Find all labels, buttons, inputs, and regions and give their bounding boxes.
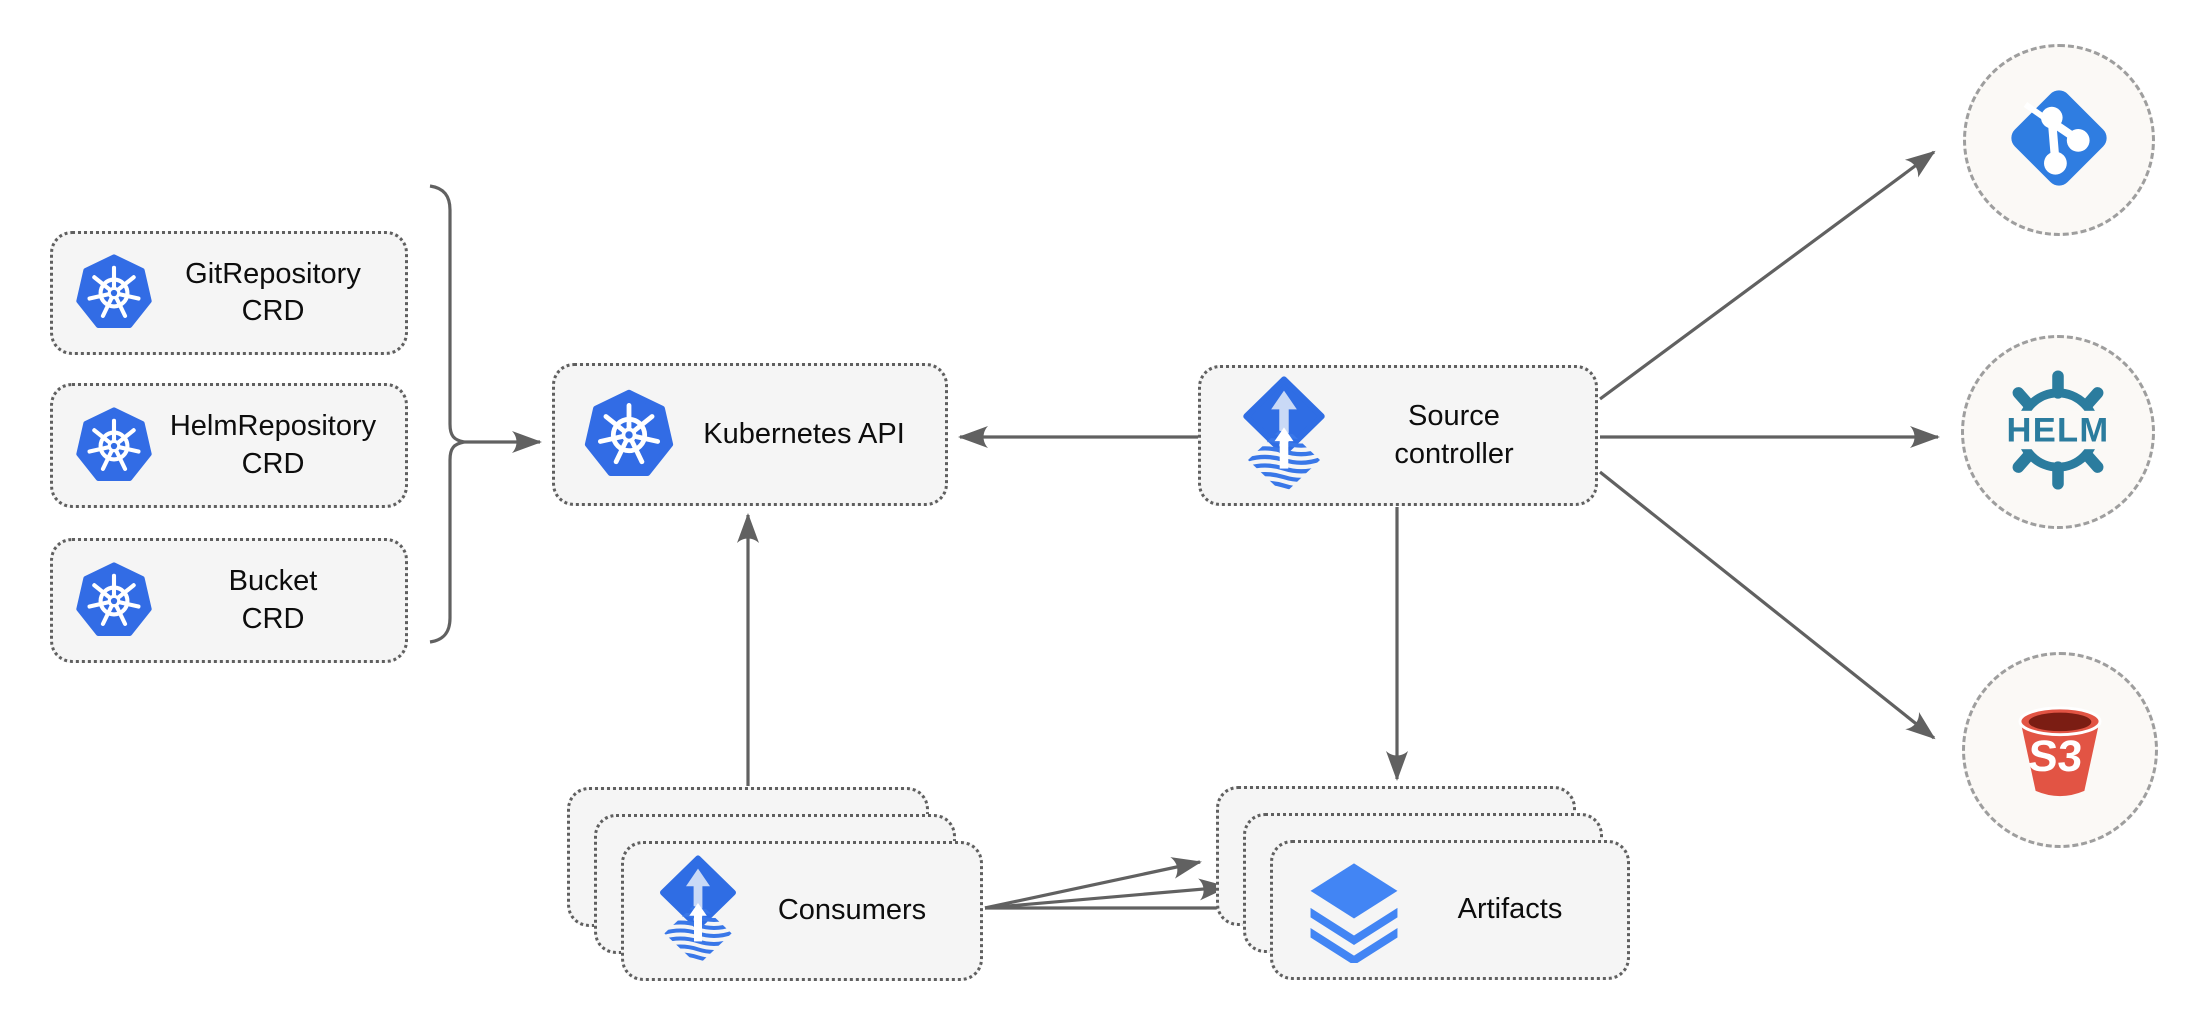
node-label: Bucket CRD xyxy=(228,565,318,635)
node-label: HelmRepository CRD xyxy=(169,410,377,480)
node-bucket-crd: Bucket CRD xyxy=(50,538,408,663)
s3-logo-text: S3 xyxy=(2027,732,2084,781)
helm-icon: HELM xyxy=(1994,366,2122,499)
arrow-consumers-to-artifacts-mid xyxy=(984,878,1229,910)
kubernetes-icon xyxy=(73,405,155,487)
external-s3-circle: S3 xyxy=(1962,652,2158,848)
flux-icon xyxy=(1241,375,1327,496)
node-label: Kubernetes API xyxy=(703,417,905,450)
external-git-circle xyxy=(1963,44,2155,236)
kubernetes-icon xyxy=(581,387,677,483)
node-label: GitRepository CRD xyxy=(185,257,361,327)
node-label: Artifacts xyxy=(1457,893,1563,926)
node-kubernetes-api: Kubernetes API xyxy=(552,363,948,506)
node-helmrepository-crd: HelmRepository CRD xyxy=(50,383,408,508)
layers-icon xyxy=(1301,857,1407,963)
external-helm-circle: HELM xyxy=(1961,335,2155,529)
arrow-consumers-to-artifacts-back xyxy=(984,857,1202,910)
node-label: Source controller xyxy=(1394,400,1514,470)
helm-logo-text: HELM xyxy=(2007,411,2110,449)
git-icon xyxy=(1999,78,2119,203)
node-artifacts: Artifacts xyxy=(1270,840,1630,980)
node-gitrepository-crd: GitRepository CRD xyxy=(50,231,408,355)
kubernetes-icon xyxy=(73,252,155,334)
arrow-source-to-git xyxy=(1599,150,1936,401)
node-consumers: Consumers xyxy=(621,841,983,981)
node-label: Consumers xyxy=(777,894,927,927)
node-source-controller: Source controller xyxy=(1198,365,1598,506)
flux-icon xyxy=(658,855,738,967)
s3-bucket-icon: S3 xyxy=(2002,690,2118,811)
kubernetes-icon xyxy=(73,560,155,642)
arrow-source-to-s3 xyxy=(1599,470,1936,740)
crd-group-bracket xyxy=(429,184,465,644)
